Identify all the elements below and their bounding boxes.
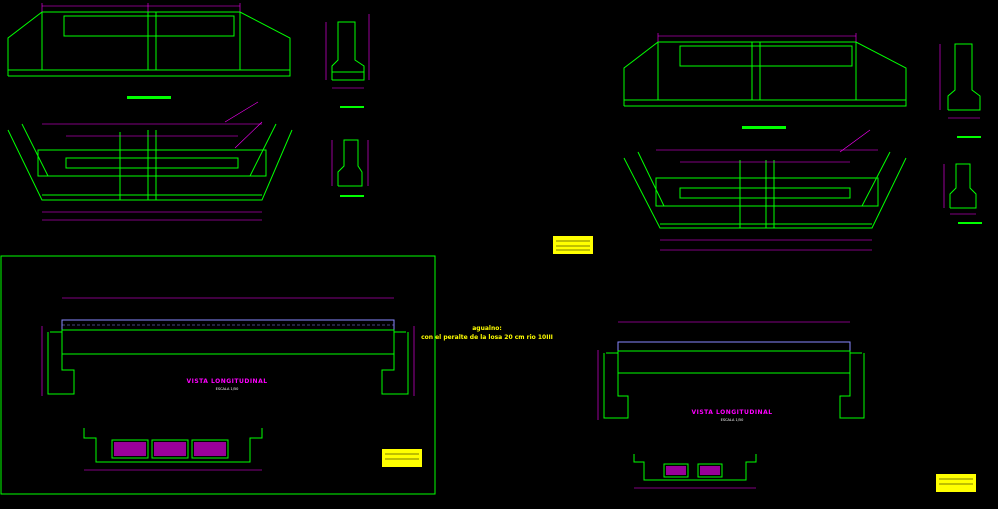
vista-longitudinal-left-scale: ESCALA 1/50 [216, 387, 239, 391]
abutment-elevation-right [623, 41, 907, 107]
vista-longitudinal-right-scale: ESCALA 1/50 [721, 418, 744, 422]
section-title-bar [742, 126, 786, 129]
wall-section-right-1-dims [939, 44, 980, 119]
abutment-elevation-left [7, 11, 291, 77]
sheet-frame-left [0, 255, 436, 495]
wall-section-right-2-dims [943, 164, 976, 215]
title-block-mid [553, 236, 593, 254]
cross-section-left [83, 428, 263, 471]
wall-section-right-2 [949, 163, 977, 209]
longitudinal-view-left [41, 297, 415, 396]
wall-section-left-2 [337, 139, 363, 187]
wall-section-left-2-dims [331, 140, 369, 186]
abutment-plan-left-dims [42, 101, 263, 221]
section-title-bar [340, 106, 364, 108]
vista-longitudinal-left-label: VISTA LONGITUDINAL [186, 378, 267, 385]
abutment-plan-right [623, 151, 907, 229]
title-block-left [382, 449, 422, 467]
abutment-elevation-left-dims [41, 3, 241, 12]
vista-longitudinal-right-label: VISTA LONGITUDINAL [691, 409, 772, 416]
section-title-bar [958, 222, 982, 224]
abutment-plan-right-dims [656, 129, 878, 251]
note-body: con el peralte de la losa 20 cm rio 10II… [421, 334, 553, 341]
section-title-bar [340, 195, 364, 197]
longitudinal-view-right [597, 321, 865, 420]
section-title-bar [957, 136, 981, 138]
section-title-bar [127, 96, 171, 99]
abutment-elevation-right-dims [657, 33, 857, 42]
wall-section-right-1 [947, 43, 981, 111]
note-title: agualno: [472, 325, 502, 332]
wall-section-left-1-dims [325, 14, 370, 89]
abutment-plan-left [7, 123, 293, 201]
title-block-right [936, 474, 976, 492]
wall-section-left-1 [331, 21, 365, 81]
cross-section-right [633, 454, 757, 489]
